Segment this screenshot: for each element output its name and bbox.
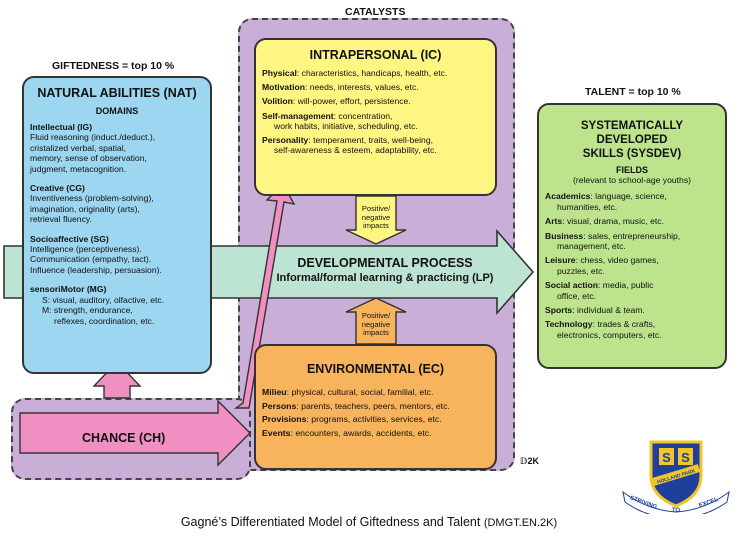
nat-line: Fluid reasoning (induct./deduct.), [30,132,156,143]
ic-item: Physical: characteristics, handicaps, he… [262,68,448,78]
sys-item-cont: office, etc. [557,290,597,301]
sys-item-cont: puzzles, etc. [557,265,605,276]
talent-label: TALENT = top 10 % [585,86,681,98]
natural-abilities-box: NATURAL ABILITIES (NAT) DOMAINS Intellec… [22,76,212,374]
nat-line: Communication (empathy, tact). [30,254,152,265]
nat-section-head: Creative (CG) [30,183,85,194]
ic-item: Motivation: needs, interests, values, et… [262,82,419,93]
chance-label: CHANCE (CH) [82,431,166,445]
nat-domains-heading: DOMAINS [95,106,139,116]
intrapersonal-box: INTRAPERSONAL (IC) Physical: characteris… [254,38,497,196]
ic-title: INTRAPERSONAL (IC) [309,48,442,62]
nat-section-head: Socioaffective (SG) [30,233,109,244]
nat-line: reflexes, coordination, etc. [54,315,155,326]
sys-fields-sub: (relevant to school-age youths) [573,175,691,185]
nat-section-socioaffective: Socioaffective (SG) Intelligence (percep… [30,234,204,276]
process-title: DEVELOPMENTAL PROCESS [297,256,473,270]
logo-letter: S [681,450,690,465]
ec-title: ENVIRONMENTAL (EC) [306,362,445,376]
nat-section-intellectual: Intellectual (IG) Fluid reasoning (induc… [30,122,204,174]
nat-title: NATURAL ABILITIES (NAT) [37,86,197,100]
caption-code: (DMGT.EN.2K) [483,517,558,529]
nat-line: retrieval fluency. [30,214,92,225]
environmental-box: ENVIRONMENTAL (EC) Milieu: physical, cul… [254,344,497,470]
ec-item: Provisions: programs, activities, servic… [262,414,442,424]
ic-impact-arrow [345,195,407,245]
version-mark: 𝔻2K [520,456,539,466]
sys-item: Arts: visual, drama, music, etc. [545,216,664,227]
book-icon: 𝔻 [520,456,528,466]
caption-main: Gagné’s Differentiated Model of Giftedne… [180,515,481,529]
ec-item: Persons: parents, teachers, peers, mento… [262,400,450,411]
catalysts-label: CATALYSTS [345,6,406,18]
logo-letter: S [662,450,671,465]
giftedness-label: GIFTEDNESS = top 10 % [52,60,175,72]
sys-item: Business: sales, entrepreneurship, [545,230,681,241]
nat-line: memory, sense of observation, [30,153,147,164]
ic-item: Personality: temperament, traits, well-b… [262,135,434,146]
chance-up-arrow [92,360,142,399]
sys-item-cont: humanities, etc. [557,201,618,212]
ic-item: Volition: will-power, effort, persistenc… [262,96,411,107]
school-crest-logo: S S HOLLAND PARK STRIVING TO EXCEL [622,440,730,514]
nat-section-head: sensoriMotor (MG) [30,284,107,295]
sys-item: Leisure: chess, video games, [545,255,659,266]
nat-line: Influence (leadership, persuasion). [30,264,162,275]
caption: Gagné’s Differentiated Model of Giftedne… [0,515,738,529]
sys-item: Academics: language, science, [545,191,667,202]
sys-item-cont: management, etc. [557,241,626,252]
ic-item-cont: work habits, initiative, scheduling, etc… [274,120,418,131]
chance-right-arrow [19,399,251,467]
nat-line: S: visual, auditory, olfactive, etc. [42,294,165,305]
nat-line: Inventiveness (problem-solving), [30,193,154,204]
ec-item: Milieu: physical, cultural, social, fami… [262,387,434,397]
nat-line: cristalized verbal, spatial, [30,142,127,153]
nat-section-creative: Creative (CG) Inventiveness (problem-sol… [30,183,204,225]
ec-item: Events: encounters, awards, accidents, e… [262,427,432,438]
process-subtitle: Informal/formal learning & practicing (L… [276,272,494,284]
sys-item-cont: electronics, computers, etc. [557,329,662,340]
nat-line: Intelligence (perceptiveness). [30,244,142,255]
nat-section-sensorimotor: sensoriMotor (MG) S: visual, auditory, o… [30,284,204,326]
nat-line: judgment, metacognition. [30,163,127,174]
ic-item-cont: self-awareness & esteem, adaptability, e… [274,145,437,156]
logo-motto: TO [672,508,681,514]
sys-fields-heading: FIELDS [615,165,648,175]
sys-item: Technology: trades & crafts, [545,319,656,330]
sys-item: Social action: media, public [545,280,654,291]
nat-section-head: Intellectual (IG) [30,122,93,132]
sys-item: Sports: individual & team. [545,305,645,316]
ec-impact-arrow [345,297,407,345]
ic-item: Self-management: concentration, [262,110,393,121]
nat-line: imagination, originality (arts), [30,203,140,214]
nat-line: M: strength, endurance, [42,305,133,316]
